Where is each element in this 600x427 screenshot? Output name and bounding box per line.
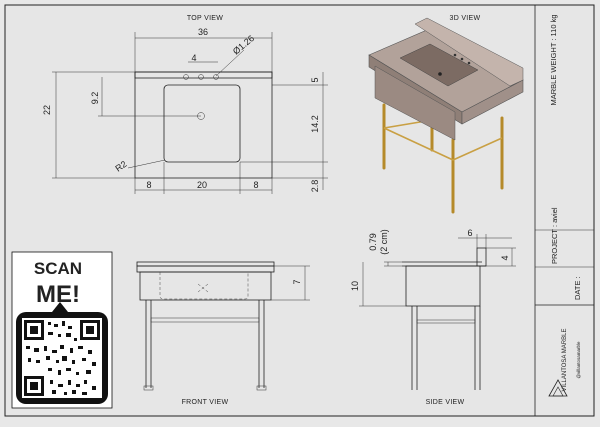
dim-left-margin: 8 xyxy=(146,180,151,190)
brand-logo: VILLANTOSA MARBLE @villantosamarble xyxy=(548,329,581,397)
qr-badge[interactable]: SCAN ME! xyxy=(11,251,113,409)
side-view-label: SIDE VIEW xyxy=(426,399,465,406)
iso-view: MARBLE WEIGHT : 110 kg xyxy=(368,15,558,214)
dim-apron-height: 7 xyxy=(292,279,302,284)
dim-height: 10 xyxy=(350,281,360,291)
brand-name: VILLANTOSA MARBLE xyxy=(562,329,568,392)
qr-code-icon xyxy=(24,320,100,396)
dim-faucet-spacing: 4 xyxy=(191,53,196,63)
dim-overall-width: 36 xyxy=(198,27,208,37)
bowl-outline xyxy=(163,84,241,163)
front-view-label: FRONT VIEW xyxy=(182,399,229,406)
side-view: 0.79 (2 cm) 10 6 4 xyxy=(350,228,516,390)
dim-splash-height: 4 xyxy=(500,255,510,260)
dim-splash-width: 6 xyxy=(467,228,472,238)
dim-front-gap: 2.8 xyxy=(310,180,320,193)
dim-backsplash-offset: 9.2 xyxy=(90,92,100,105)
qr-text-line1: SCAN xyxy=(34,259,82,278)
dim-bowl-width: 20 xyxy=(197,180,207,190)
top-view-label: TOP VIEW xyxy=(187,15,223,22)
dim-bowl-depth: 14.2 xyxy=(310,115,320,133)
front-view: 7 xyxy=(136,261,310,391)
date-label: DATE : xyxy=(573,276,582,300)
qr-text-line2: ME! xyxy=(36,281,80,308)
marble-weight: MARBLE WEIGHT : 110 kg xyxy=(549,15,558,106)
dim-splash: 5 xyxy=(310,77,320,82)
dim-right-margin: 8 xyxy=(253,180,258,190)
dim-top-thickness-cm: (2 cm) xyxy=(379,229,389,255)
dim-depth: 22 xyxy=(42,105,52,115)
project-label: PROJECT : aviel xyxy=(550,207,559,264)
title-block: PROJECT : aviel DATE : VILLANTOSA MARBLE… xyxy=(548,207,582,397)
dim-top-thickness: 0.79 xyxy=(368,233,378,251)
brand-handle: @villantosamarble xyxy=(576,341,581,379)
iso-view-label: 3D VIEW xyxy=(450,15,481,22)
